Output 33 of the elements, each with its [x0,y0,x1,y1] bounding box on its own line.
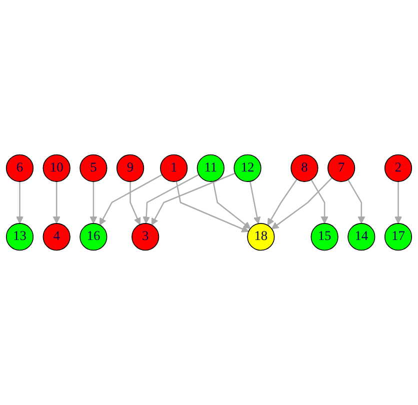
arrow [394,182,402,224]
node-circle: 12 [234,154,262,182]
arrow [176,181,249,232]
node-circle: 15 [310,223,338,251]
arrow [310,179,328,224]
node-circle: 6 [6,154,34,182]
node-circle: 14 [348,223,376,251]
node-circle: 18 [247,223,275,251]
node-circle: 2 [384,154,412,182]
arrow [142,174,200,224]
arrow [151,172,236,226]
node-circle: 4 [42,223,70,251]
arrow [52,182,60,224]
arrow [16,182,24,224]
node-circle: 9 [116,154,144,182]
arrow [212,181,251,229]
node-circle: 16 [80,223,108,251]
node-circle: 17 [384,223,412,251]
node-circle: 13 [6,223,34,251]
node-circle: 10 [42,154,70,182]
arrow [267,178,298,226]
arrow [249,181,261,224]
arrow [99,174,162,226]
arrow [348,179,366,224]
arrow [130,182,141,225]
node-circle: 5 [80,154,108,182]
arrow [90,182,98,224]
node-circle: 3 [132,223,160,251]
node-circle: 1 [160,154,188,182]
node-circle: 11 [196,154,224,182]
node-circle: 7 [328,154,356,182]
node-circle: 8 [290,154,318,182]
arrow [271,177,332,230]
